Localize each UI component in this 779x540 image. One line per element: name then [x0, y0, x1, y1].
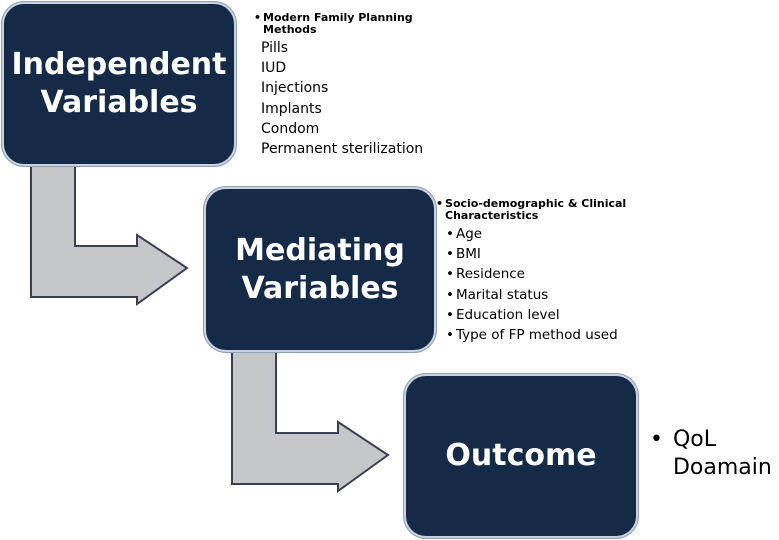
mediating-item-fp-method: • Type of FP method used	[436, 325, 646, 345]
mediating-item-marital-status: • Marital status	[436, 285, 646, 305]
mediating-item-residence: • Residence	[436, 264, 646, 284]
mediating-title-line2: Variables	[241, 270, 399, 306]
mediating-variables-box: Mediating Variables	[204, 187, 436, 352]
bullet-icon: •	[446, 246, 454, 263]
bullet-icon: •	[446, 327, 454, 344]
independent-title-line2: Variables	[40, 85, 198, 120]
bullet-icon: •	[446, 306, 454, 323]
bullet-icon: •	[650, 427, 663, 452]
mediating-item-text: BMI	[455, 246, 481, 263]
independent-list-heading-text: Modern Family Planning Methods	[263, 11, 413, 36]
independent-variables-list: • Modern Family Planning Methods Pills I…	[254, 12, 454, 159]
independent-item-permanent-sterilization: Permanent sterilization	[261, 141, 424, 158]
mediating-item-bmi: • BMI	[436, 244, 646, 264]
outcome-item-qol: QoL Doamain	[672, 427, 772, 480]
bullet-icon: •	[446, 266, 454, 283]
mediating-list-heading-text: Socio-demographic & Clinical Characteris…	[445, 197, 627, 222]
mediating-item-text: Type of FP method used	[455, 327, 618, 344]
arrow-independent-to-mediating	[30, 165, 189, 306]
outcome-title: Outcome	[445, 438, 597, 473]
mediating-item-text: Marital status	[455, 286, 549, 303]
mediating-item-education-level: • Education level	[436, 305, 646, 325]
mediating-list-heading: • Socio-demographic & Clinical Character…	[436, 198, 646, 222]
independent-item-implants: Implants	[261, 100, 322, 117]
bullet-icon: •	[446, 286, 454, 303]
independent-item-pills: Pills	[261, 40, 289, 56]
bullet-icon: •	[254, 11, 262, 24]
outcome-box: Outcome	[404, 374, 638, 538]
independent-item-condom: Condom	[261, 120, 320, 137]
outcome-list: • QoL Doamain	[650, 426, 779, 482]
arrow-mediating-to-outcome	[231, 351, 390, 493]
independent-list-heading: • Modern Family Planning Methods	[254, 12, 454, 36]
mediating-item-text: Education level	[455, 306, 560, 323]
bullet-icon: •	[446, 226, 454, 242]
independent-variables-box: Independent Variables	[2, 2, 236, 166]
independent-title-line1: Independent	[11, 47, 227, 82]
mediating-title-line1: Mediating	[235, 232, 405, 268]
independent-item-iud: IUD	[261, 60, 287, 77]
independent-item-injections: Injections	[261, 80, 329, 97]
mediating-item-text: Residence	[455, 266, 525, 283]
bullet-icon: •	[436, 197, 444, 210]
mediating-item-text: Age	[455, 226, 483, 242]
mediating-variables-list: • Socio-demographic & Clinical Character…	[436, 198, 646, 345]
mediating-item-age: • Age	[436, 224, 646, 244]
